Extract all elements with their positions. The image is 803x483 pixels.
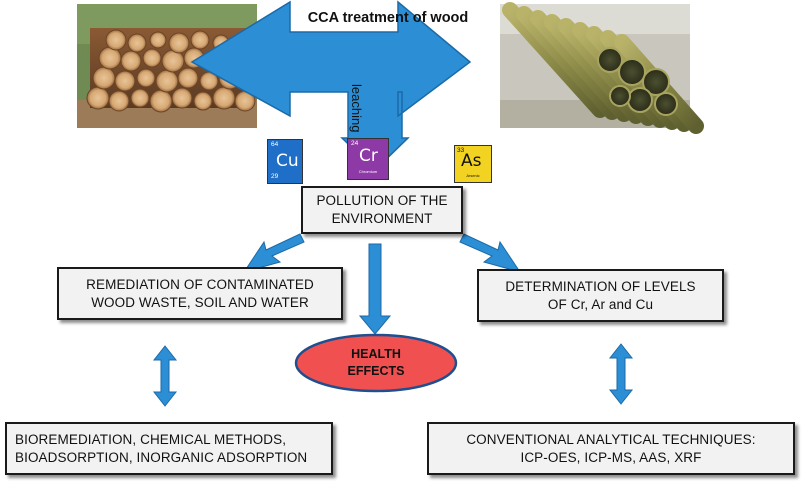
chromium-number: 24 xyxy=(351,140,359,147)
log-end xyxy=(177,67,199,89)
log-end xyxy=(168,32,190,54)
pole-end xyxy=(618,58,646,86)
copper-element-tile: 64 Cu 29 xyxy=(267,139,303,184)
log-end xyxy=(92,66,116,90)
log-end xyxy=(127,33,147,53)
log-end xyxy=(149,31,167,49)
determination-line-1: DETERMINATION OF LEVELS xyxy=(505,278,696,294)
chromium-name: Chromium xyxy=(358,169,378,174)
pole-end xyxy=(609,85,631,107)
leaching-label: leaching xyxy=(349,84,364,133)
pole-end xyxy=(627,87,653,113)
pole-end xyxy=(597,47,623,73)
double-arrow-right xyxy=(608,343,634,405)
health-effects-label: HEALTH EFFECTS xyxy=(306,346,446,380)
arsenic-element-tile: 33 As Arsenic xyxy=(454,145,492,183)
pollution-line-2: ENVIRONMENT xyxy=(331,211,433,226)
copper-number: 29 xyxy=(271,173,279,180)
copper-mass: 64 xyxy=(271,141,279,148)
log-end xyxy=(193,91,213,111)
log-end xyxy=(149,89,173,113)
log-end xyxy=(86,86,110,110)
bio-line-2: BIOADSORPTION, INORGANIC ADSORPTION xyxy=(15,449,308,465)
arrow-to-health xyxy=(358,243,392,335)
health-line-1: HEALTH xyxy=(351,347,401,361)
log-end xyxy=(212,86,236,110)
log-end xyxy=(142,48,162,68)
treated-poles-photo xyxy=(500,2,704,134)
log-end xyxy=(130,88,150,108)
determination-line-2: OF Cr, Ar and Cu xyxy=(547,296,654,312)
pollution-line-1: POLLUTION OF THE xyxy=(316,193,448,208)
copper-symbol: Cu xyxy=(276,151,299,171)
arsenic-number: 33 xyxy=(457,147,465,154)
pole-end xyxy=(642,68,670,96)
remediation-box: REMEDIATION OF CONTAMINATED WOOD WASTE, … xyxy=(57,267,343,320)
log-end xyxy=(136,68,156,88)
analytical-techniques-box: CONVENTIONAL ANALYTICAL TECHNIQUES: ICP-… xyxy=(427,422,795,475)
techniques-line-2: ICP-OES, ICP-MS, AAS, XRF xyxy=(520,449,702,465)
chromium-element-tile: 24 Cr Chromium xyxy=(347,138,389,180)
remediation-line-1: REMEDIATION OF CONTAMINATED xyxy=(86,276,314,292)
arsenic-symbol: As xyxy=(461,151,482,171)
techniques-line-1: CONVENTIONAL ANALYTICAL TECHNIQUES: xyxy=(466,431,756,447)
chromium-symbol: Cr xyxy=(359,146,378,166)
pole-end xyxy=(654,92,678,116)
pollution-box: POLLUTION OF THE ENVIRONMENT xyxy=(301,186,463,234)
log-end xyxy=(105,29,127,51)
log-end xyxy=(190,30,210,50)
determination-box: DETERMINATION OF LEVELS OF Cr, Ar and Cu xyxy=(477,269,724,322)
bioremediation-box: BIOREMEDIATION, CHEMICAL METHODS, BIOADS… xyxy=(5,422,333,475)
log-end xyxy=(155,69,179,93)
log-end xyxy=(108,90,130,112)
arsenic-name: Arsenic xyxy=(466,173,480,178)
health-line-2: EFFECTS xyxy=(347,364,405,378)
bio-line-1: BIOREMEDIATION, CHEMICAL METHODS, xyxy=(15,431,287,447)
diagram-title: CCA treatment of wood xyxy=(307,10,469,26)
log-end xyxy=(114,70,136,92)
stacked-logs-photo xyxy=(77,4,262,128)
remediation-line-2: WOOD WASTE, SOIL AND WATER xyxy=(91,294,309,310)
log-end xyxy=(171,87,193,109)
arrow-to-determination xyxy=(459,233,522,273)
log-end xyxy=(120,50,142,72)
cca-double-arrow xyxy=(190,0,472,172)
double-arrow-left xyxy=(152,345,178,407)
health-effects-ellipse xyxy=(294,333,458,393)
